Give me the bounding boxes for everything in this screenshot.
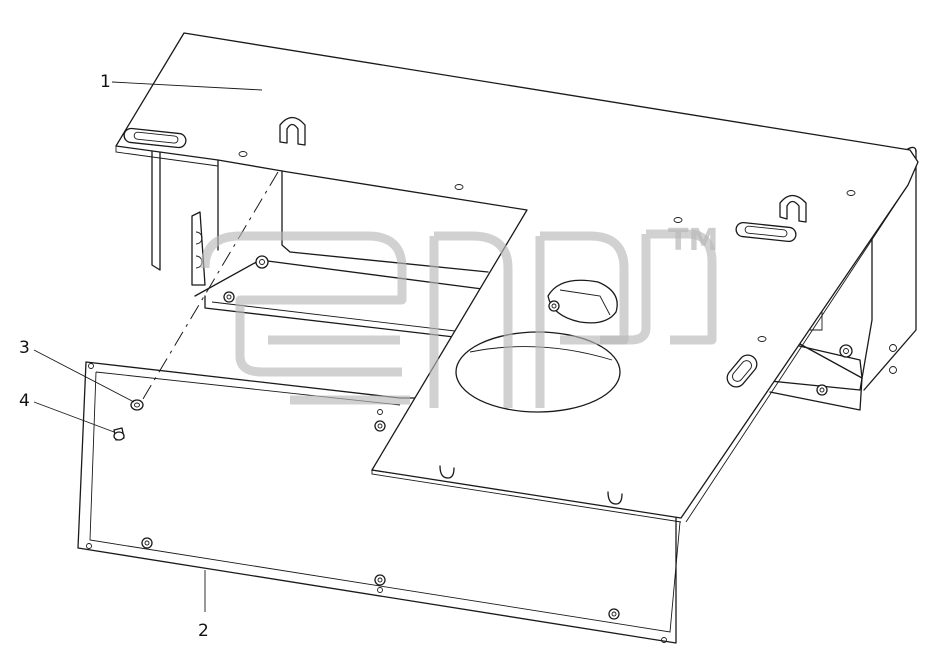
callout-leaders	[33, 81, 263, 612]
frame-nut	[141, 537, 153, 549]
inner-nut	[223, 291, 235, 303]
callout-1: 1	[100, 72, 111, 92]
frame-nut	[374, 574, 386, 586]
callout-3: 3	[19, 338, 30, 358]
watermark-trademark: TM	[668, 223, 718, 258]
bracket-nut	[816, 384, 828, 396]
watermark-logo: TM	[200, 223, 718, 408]
callout-4: 4	[19, 391, 30, 411]
cutout-nut	[548, 300, 560, 312]
inner-nut	[255, 255, 269, 269]
callout-2: 2	[198, 621, 209, 641]
assembly-centerline	[139, 171, 279, 405]
part-1-cover-plate	[115, 32, 919, 523]
frame-nut	[608, 608, 620, 620]
frame-nut	[374, 420, 386, 432]
bracket-nut	[839, 344, 853, 358]
part-3-washer	[130, 399, 144, 411]
part-4-bolt	[113, 427, 125, 441]
